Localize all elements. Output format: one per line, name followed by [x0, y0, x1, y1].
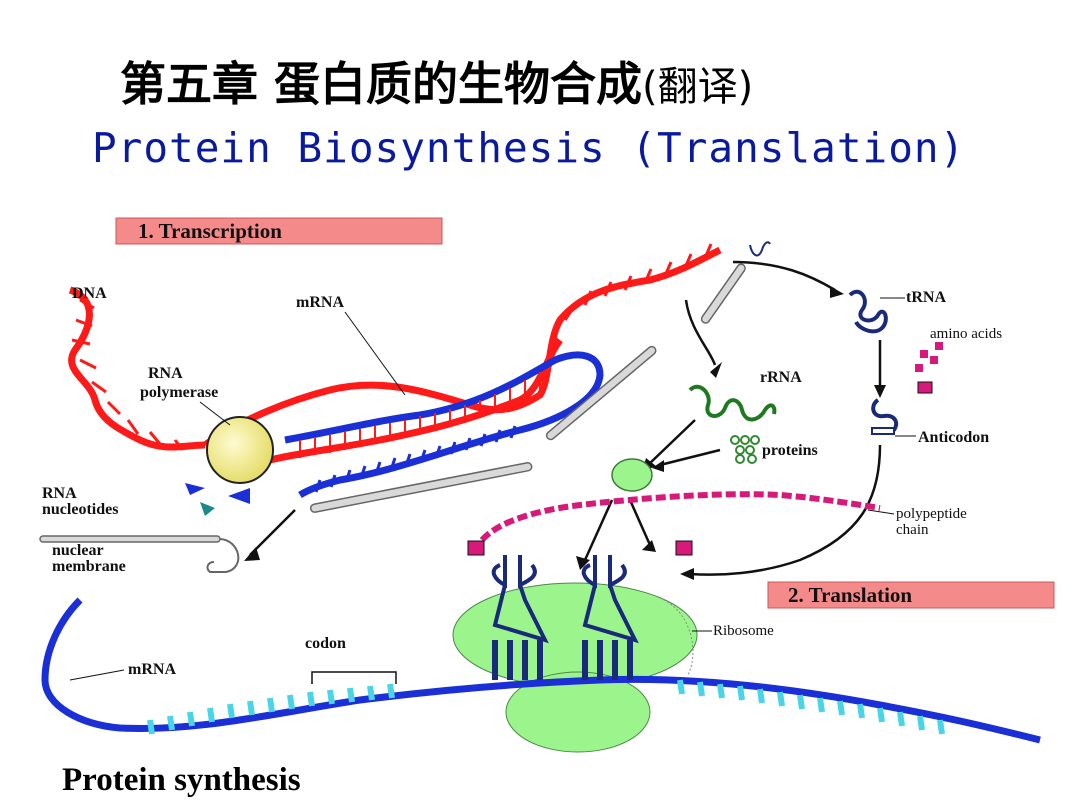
nuclear-membrane-label-2: membrane — [52, 558, 126, 575]
diagram-caption: Protein synthesis — [62, 762, 301, 798]
trna-charged — [871, 398, 899, 435]
rna-nucleotides — [185, 483, 250, 516]
codon-bracket — [311, 671, 397, 684]
trna-label: tRNA — [906, 289, 946, 306]
proteins-cluster — [730, 435, 760, 464]
page-title-chinese: 第五章 蛋白质的生物合成(翻译) — [120, 48, 753, 114]
translation-banner: 2. Translation — [767, 581, 1055, 609]
rna-polymerase-label-2: polymerase — [140, 384, 218, 401]
dna-helix-twists — [71, 243, 713, 451]
anticodon-label: Anticodon — [918, 429, 989, 446]
rrna-label: rRNA — [760, 369, 802, 386]
rna-polymerase-label-1: RNA — [148, 365, 183, 382]
amino-acids — [915, 342, 943, 394]
mrna-top-label: mRNA — [296, 294, 344, 311]
process-arrows — [249, 260, 882, 576]
dna-strand — [68, 246, 722, 474]
mrna-transcript — [284, 351, 604, 499]
ribosome — [452, 582, 698, 753]
trna-on-ribosome — [491, 555, 639, 644]
title-cn-sub: (翻译) — [642, 64, 754, 110]
page-title-english: Protein Biosynthesis (Translation) — [92, 124, 966, 172]
nuclear-membrane — [39, 263, 746, 573]
rna-nucleotides-label-1: RNA — [42, 485, 77, 502]
translation-banner-text: 2. Translation — [788, 583, 912, 607]
rna-nucleotides-label-2: nucleotides — [42, 501, 118, 518]
rna-polymerase — [206, 416, 274, 484]
arrow-heads — [244, 286, 886, 580]
polypeptide-label-1: polypeptide — [896, 506, 967, 522]
dna-label: DNA — [72, 285, 107, 302]
transcription-banner-text: 1. Transcription — [138, 219, 282, 243]
ribosome-label: Ribosome — [713, 623, 774, 639]
polypeptide-label-2: chain — [896, 522, 929, 538]
rrna-molecule — [688, 384, 777, 422]
amino-acids-label: amino acids — [930, 326, 1002, 342]
proteins-label: proteins — [762, 442, 818, 459]
mrna-bottom-strand — [41, 597, 1041, 744]
mrna-bottom-label: mRNA — [128, 661, 176, 678]
transcription-banner: 1. Transcription — [115, 217, 443, 245]
polypeptide-chain — [467, 491, 881, 556]
trna-small-icon — [749, 241, 771, 257]
nuclear-membrane-label-1: nuclear — [52, 542, 104, 559]
trna-molecule-top — [848, 289, 888, 334]
codon-label: codon — [305, 635, 346, 652]
title-cn-main: 第五章 蛋白质的生物合成 — [120, 57, 643, 111]
ribosome-subunit — [611, 458, 653, 492]
